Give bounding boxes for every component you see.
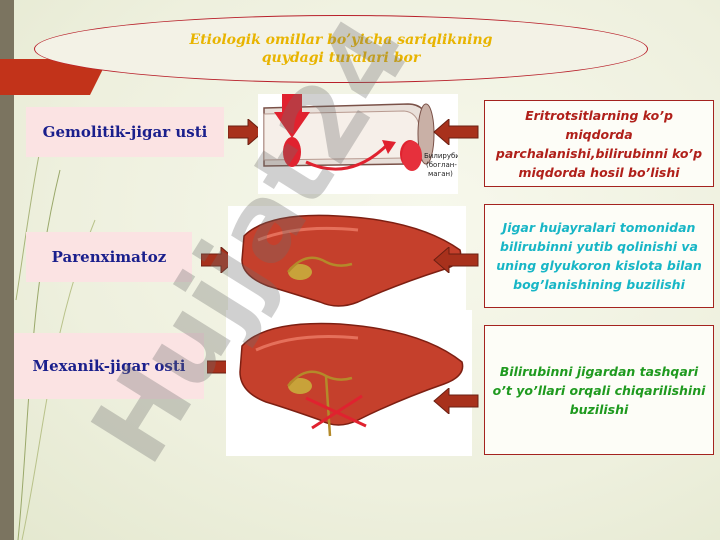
arrow-left-icon	[433, 388, 479, 414]
title-line-2: quydagi turalari bor	[261, 50, 421, 66]
liver-blocked-image	[226, 310, 472, 456]
diagram-label-2: (боглан-	[426, 161, 457, 169]
title-line-1: Etiologik omillar bo’yicha sariqlikning	[189, 32, 493, 48]
liver-blocked-duct-icon	[239, 322, 464, 437]
arrow-left-icon	[433, 247, 479, 273]
description-gemolitik: Eritrotsitlarning ko’p miqdorda parchala…	[484, 100, 714, 187]
diagram-label-1: Билирубин	[424, 152, 458, 160]
label-mexanik: Mexanik-jigar osti	[14, 333, 204, 399]
label-gemolitik: Gemolitik-jigar usti	[26, 107, 224, 157]
arrow-right-icon	[228, 119, 264, 145]
left-bar	[0, 0, 14, 540]
label-parenximatoz: Parenximatoz	[26, 232, 192, 282]
blood-vessel-image: Билирубин (боглан- маган)	[258, 94, 464, 194]
diagram-label-3: маган)	[428, 170, 453, 178]
arrow-left-icon	[433, 119, 479, 145]
red-tab	[0, 59, 108, 95]
title-oval: Etiologik omillar bo’yicha sariqlikning …	[34, 15, 648, 83]
description-mexanik: Bilirubinni jigardan tashqari o’t yo’lla…	[484, 325, 714, 455]
description-parenximatoz: Jigar hujayralari tomonidan bilirubinni …	[484, 204, 714, 308]
liver-image	[228, 206, 466, 310]
liver-icon	[241, 214, 462, 307]
blood-vessel-icon: Билирубин (боглан- маган)	[263, 94, 464, 178]
